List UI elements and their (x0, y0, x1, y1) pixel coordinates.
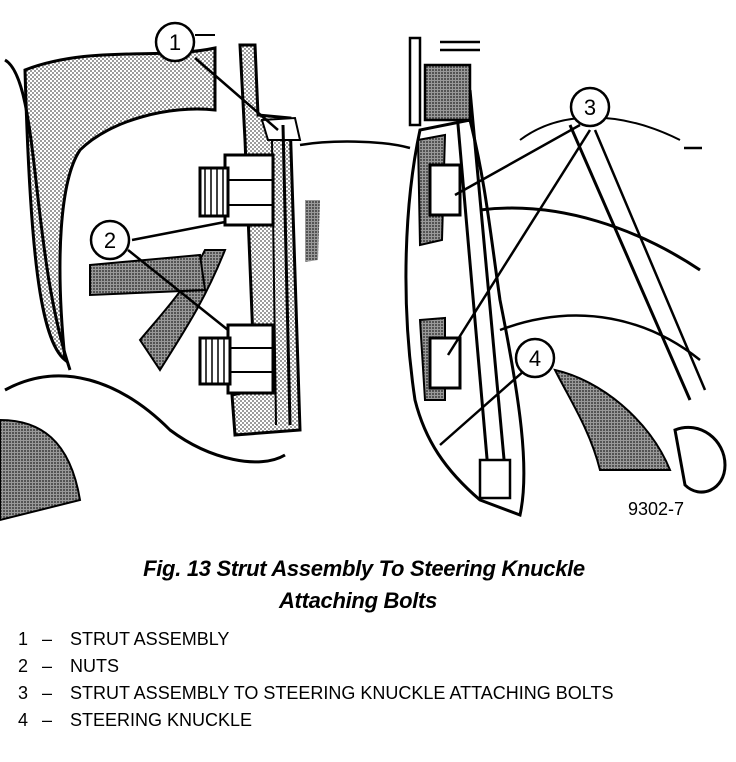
figure-caption-line1: Fig. 13 Strut Assembly To Steering Knuck… (143, 556, 585, 581)
bolt-lower (428, 336, 462, 390)
callout-4: 4 (514, 337, 556, 379)
right-wheel-shading (553, 368, 672, 471)
legend-dash: – (42, 629, 53, 649)
fender-edge (4, 58, 72, 371)
legend-dash: – (42, 656, 53, 676)
bolt-upper (428, 163, 462, 217)
legend-item: 1 – STRUT ASSEMBLY (18, 628, 718, 650)
legend-item: 2 – NUTS (18, 655, 718, 677)
figure-id: 9302-7 (628, 499, 684, 519)
tire-left (0, 418, 82, 522)
legend-list: 1 – STRUT ASSEMBLY 2 – NUTS 3 – STRUT AS… (18, 628, 718, 736)
legend-item: 4 – STEERING KNUCKLE (18, 709, 718, 731)
callout-4-label: 4 (529, 346, 541, 371)
legend-text: NUTS (70, 656, 119, 676)
strut-assembly (230, 43, 302, 437)
callout-2: 2 (89, 219, 131, 261)
legend-text: STEERING KNUCKLE (70, 710, 253, 730)
legend-number: 4 (18, 710, 29, 730)
nut-upper (198, 153, 275, 227)
steering-knuckle (404, 89, 526, 518)
callout-2-label: 2 (104, 228, 116, 253)
legend-number: 3 (18, 683, 29, 703)
leader-lines (127, 57, 592, 446)
legend-dash: – (42, 683, 53, 703)
nut-lower (198, 323, 275, 395)
figure-caption-line2: Attaching Bolts (278, 588, 438, 613)
legend-text: STRUT ASSEMBLY TO STEERING KNUCKLE ATTAC… (70, 683, 614, 703)
legend-number: 1 (18, 629, 29, 649)
callout-1-label: 1 (169, 30, 181, 55)
callout-3: 3 (569, 86, 611, 128)
callout-1: 1 (154, 21, 215, 63)
legend-dash: – (42, 710, 53, 730)
legend-item: 3 – STRUT ASSEMBLY TO STEERING KNUCKLE A… (18, 682, 718, 704)
legend-text: STRUT ASSEMBLY (70, 629, 230, 649)
callout-3-label: 3 (584, 95, 596, 120)
strut-knuckle-illustration: 1 2 3 4 9302-7 (0, 21, 727, 522)
legend-number: 2 (18, 656, 29, 676)
